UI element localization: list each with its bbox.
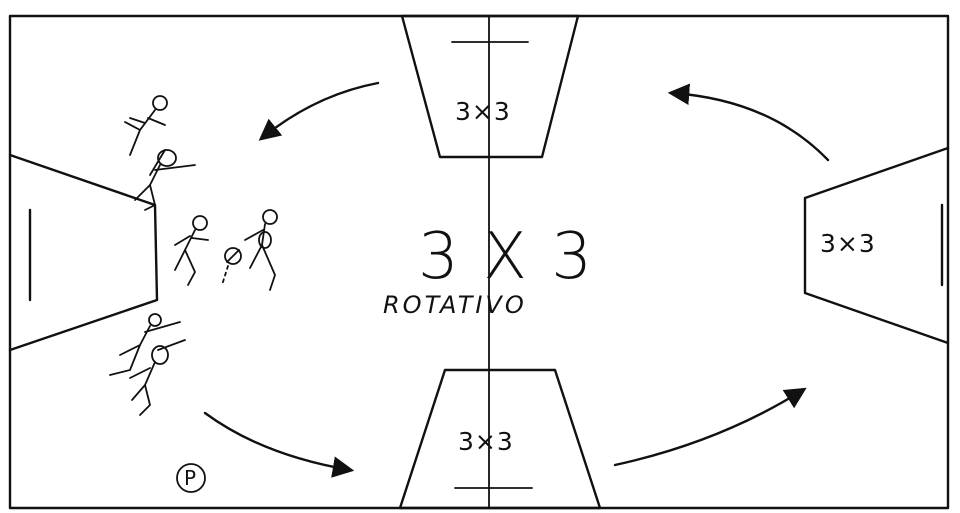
player-figure (174, 215, 209, 286)
rotation-arrow-bottom-left (203, 411, 355, 478)
rotation-arrow-top-left (258, 81, 380, 141)
top-zone: 3×3 (400, 14, 580, 159)
player-figure (244, 209, 278, 291)
rotation-arrow-bottom-right (613, 387, 807, 467)
left-goal-area (8, 153, 159, 352)
player-figure (124, 95, 168, 156)
p-marker: P (176, 463, 206, 493)
diagram-subtitle: ROTATIVO (383, 291, 527, 319)
p-marker-label: P (184, 466, 196, 490)
player-figure (134, 149, 196, 211)
ball-icon (221, 247, 242, 286)
player-figure (109, 313, 181, 376)
right-zone-label: 3×3 (820, 229, 876, 258)
right-zone: 3×3 (803, 146, 950, 345)
top-zone-label: 3×3 (455, 97, 511, 126)
diagram-title: 3 X 3 (418, 220, 594, 294)
bottom-zone-label: 3×3 (458, 427, 514, 456)
player-figure (129, 339, 186, 416)
player-group (109, 95, 278, 416)
bottom-zone: 3×3 (398, 368, 602, 510)
rotation-arrow-top-right (667, 83, 830, 162)
